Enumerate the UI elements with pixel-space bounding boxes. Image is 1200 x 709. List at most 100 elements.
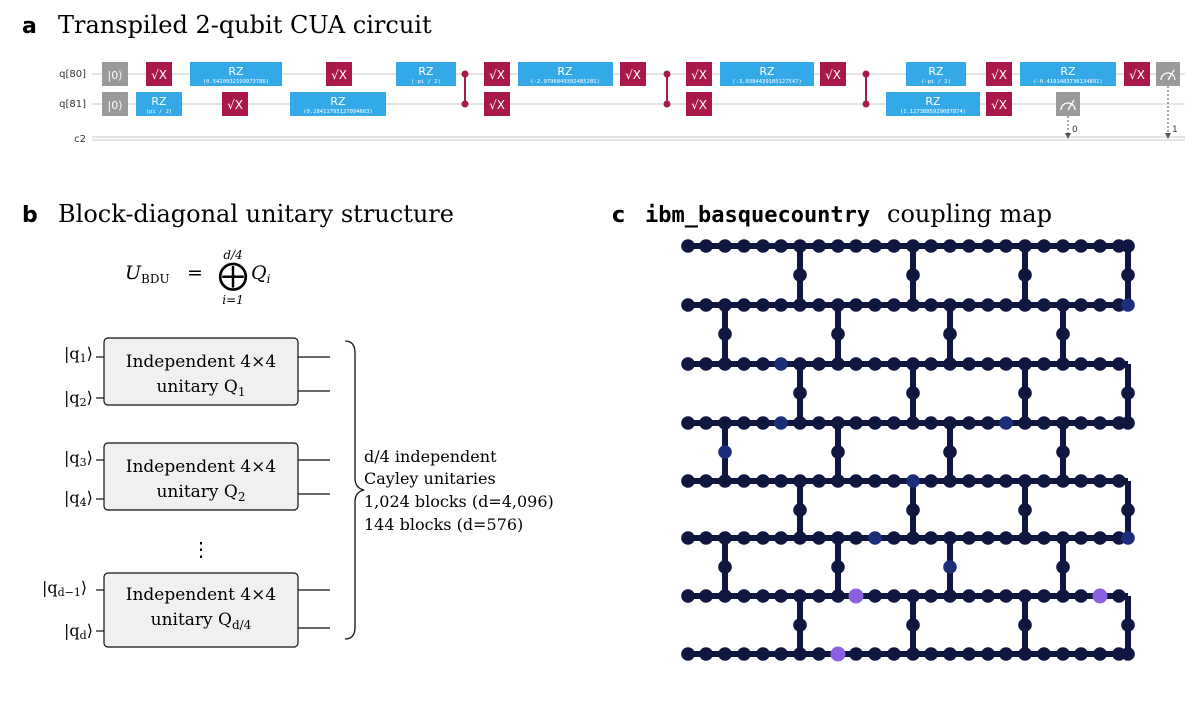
qubit-node [1018,531,1032,545]
wire-label-q81: q[81] [59,99,86,110]
svg-text:√X: √X [227,98,243,112]
qubit-node [718,474,732,488]
svg-text:√X: √X [691,98,707,112]
qubit-node [1121,531,1135,545]
qubit-node [906,618,920,632]
qubit-node [681,589,695,603]
svg-text:|q1⟩: |q1⟩ [64,344,93,365]
wire-label-q80: q[80] [59,69,86,80]
qubit-node [718,357,732,371]
qubit-node [774,589,788,603]
qubit-node [774,647,788,661]
svg-text:(-3.0384439185127547): (-3.0384439185127547) [732,79,802,85]
qubit-node [718,589,732,603]
qubit-node [1121,647,1135,661]
qubit-node [1018,618,1032,632]
qubit-node [1037,239,1051,253]
qubit-node [1037,416,1051,430]
qubit-node [962,239,976,253]
svg-text:UBDU: UBDU [125,262,170,286]
measure-gate-q80: 1 [1156,62,1180,139]
qubit-node [1056,560,1070,574]
qubit-node [924,416,938,430]
qubit-node [943,589,957,603]
qubit-node [924,298,938,312]
qubit-node [1093,416,1107,430]
svg-text:Independent 4×4: Independent 4×4 [126,457,277,477]
sx-gate: √X [484,92,510,116]
qubit-node [830,646,846,662]
qubit-node [793,298,807,312]
vertical-ellipsis: ⋮ [191,537,211,561]
qubit-node [906,239,920,253]
panel-a: a Transpiled 2-qubit CUA circuit q[80] q… [22,11,1185,145]
qubit-node [774,298,788,312]
qubit-node [1037,298,1051,312]
qubit-node [981,239,995,253]
qubit-node [699,647,713,661]
qubit-node [718,445,732,459]
qubit-node [849,298,863,312]
qubit-node [887,647,901,661]
qubit-node [737,647,751,661]
qubit-node [793,503,807,517]
rz-gate: RZ(pi / 2) [136,92,182,116]
qubit-node [718,560,732,574]
qubit-node [868,474,882,488]
qubit-node [943,357,957,371]
qubit-node [1074,589,1088,603]
qubit-node [1074,531,1088,545]
qubit-node [1018,503,1032,517]
qubit-node [924,589,938,603]
svg-text:(-0.4191483736134891): (-0.4191483736134891) [1033,79,1103,85]
qubit-node [812,357,826,371]
qubit-node [699,474,713,488]
qubit-node [1056,531,1070,545]
qubit-node [737,298,751,312]
svg-text:=: = [187,262,203,284]
svg-text:|q2⟩: |q2⟩ [64,388,93,409]
svg-text:RZ: RZ [418,65,434,78]
rz-gate: RZ(-3.0384439185127547) [720,62,814,86]
svg-text:√X: √X [1129,68,1145,82]
svg-text:RZ: RZ [330,95,346,108]
svg-text:√X: √X [691,68,707,82]
sx-gate: √X [820,62,846,86]
qubit-node [943,445,957,459]
qubit-node [906,531,920,545]
qubit-node [812,416,826,430]
svg-text:|qd−1⟩: |qd−1⟩ [42,578,87,599]
qubit-node [1093,357,1107,371]
qubit-node [812,239,826,253]
rz-gate: RZ(-2.979684939248528S) [518,62,613,86]
qubit-node [1056,445,1070,459]
svg-text:RZ: RZ [1060,65,1076,78]
svg-text:√X: √X [991,68,1007,82]
qubit-node [737,589,751,603]
unitary-block-2: Independent 4×4 unitary Q2 |q3⟩ |q4⟩ [64,442,330,511]
sx-gate: √X [620,62,646,86]
svg-text:|q4⟩: |q4⟩ [64,488,93,509]
qubit-node [906,268,920,282]
svg-text:RZ: RZ [928,65,944,78]
svg-text:√X: √X [331,68,347,82]
qubit-node [962,298,976,312]
qubit-node [1056,327,1070,341]
qubit-node [699,357,713,371]
qubit-node [699,416,713,430]
qubit-node [962,474,976,488]
qubit-node [1121,618,1135,632]
qubit-node [887,357,901,371]
qubit-node [868,298,882,312]
qubit-node [699,239,713,253]
qubit-node [718,531,732,545]
qubit-node [887,416,901,430]
qubit-node [1018,589,1032,603]
svg-text:(1.1273805929087874): (1.1273805929087874) [900,109,966,115]
qubit-node [962,589,976,603]
qubit-node [962,357,976,371]
qubit-node [924,531,938,545]
svg-text:unitary Qd/4: unitary Qd/4 [151,610,252,632]
qubit-node [793,618,807,632]
qubit-node [1112,474,1126,488]
